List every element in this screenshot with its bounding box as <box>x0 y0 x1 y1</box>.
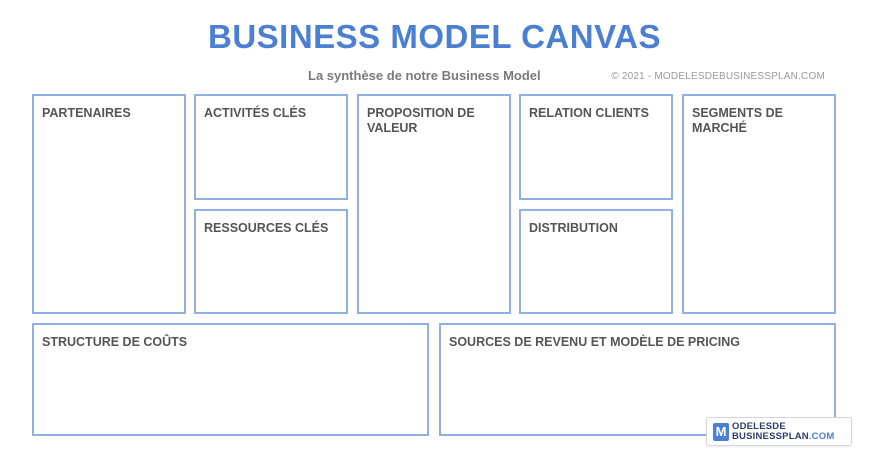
block-partenaires: PARTENAIRES <box>32 94 186 314</box>
block-partenaires-label: PARTENAIRES <box>42 106 131 120</box>
logo-mark: M <box>713 422 729 441</box>
block-ressources-cles-label: RESSOURCES CLÉS <box>204 221 329 235</box>
block-structure-de-couts: STRUCTURE DE COÛTS <box>32 323 429 436</box>
block-proposition-de-valeur-label: PROPOSITION DE VALEUR <box>367 106 475 135</box>
logo-line-2: BUSINESSPLAN.COM <box>732 430 835 442</box>
page-subtitle: La synthèse de notre Business Model <box>308 68 541 83</box>
block-proposition-de-valeur: PROPOSITION DE VALEUR <box>357 94 511 314</box>
logo-line-1: ODELESDE <box>732 420 786 432</box>
block-activites-cles-label: ACTIVITÉS CLÉS <box>204 106 307 120</box>
block-ressources-cles: RESSOURCES CLÉS <box>194 209 348 314</box>
block-distribution-label: DISTRIBUTION <box>529 221 618 235</box>
block-structure-de-couts-label: STRUCTURE DE COÛTS <box>42 335 188 349</box>
block-sources-de-revenu: SOURCES DE REVENU ET MODÈLE DE PRICING <box>439 323 836 436</box>
block-distribution: DISTRIBUTION <box>519 209 673 314</box>
copyright-notice: © 2021 - MODELESDEBUSINESSPLAN.COM <box>611 71 825 82</box>
block-relation-clients-label: RELATION CLIENTS <box>529 106 649 120</box>
block-relation-clients: RELATION CLIENTS <box>519 94 673 200</box>
logo-line-2-suffix: .COM <box>808 430 835 442</box>
logo-line-2-main: BUSINESSPLAN <box>732 430 809 442</box>
block-segments-de-marche-label: SEGMENTS DE MARCHÉ <box>692 106 783 135</box>
block-activites-cles: ACTIVITÉS CLÉS <box>194 94 348 200</box>
block-segments-de-marche: SEGMENTS DE MARCHÉ <box>682 94 836 314</box>
brand-logo: M ODELESDE BUSINESSPLAN.COM <box>706 417 852 446</box>
page-title: BUSINESS MODEL CANVAS <box>207 18 661 55</box>
block-sources-de-revenu-label: SOURCES DE REVENU ET MODÈLE DE PRICING <box>449 335 741 349</box>
logo-wordmark: ODELESDE BUSINESSPLAN.COM <box>732 420 835 442</box>
